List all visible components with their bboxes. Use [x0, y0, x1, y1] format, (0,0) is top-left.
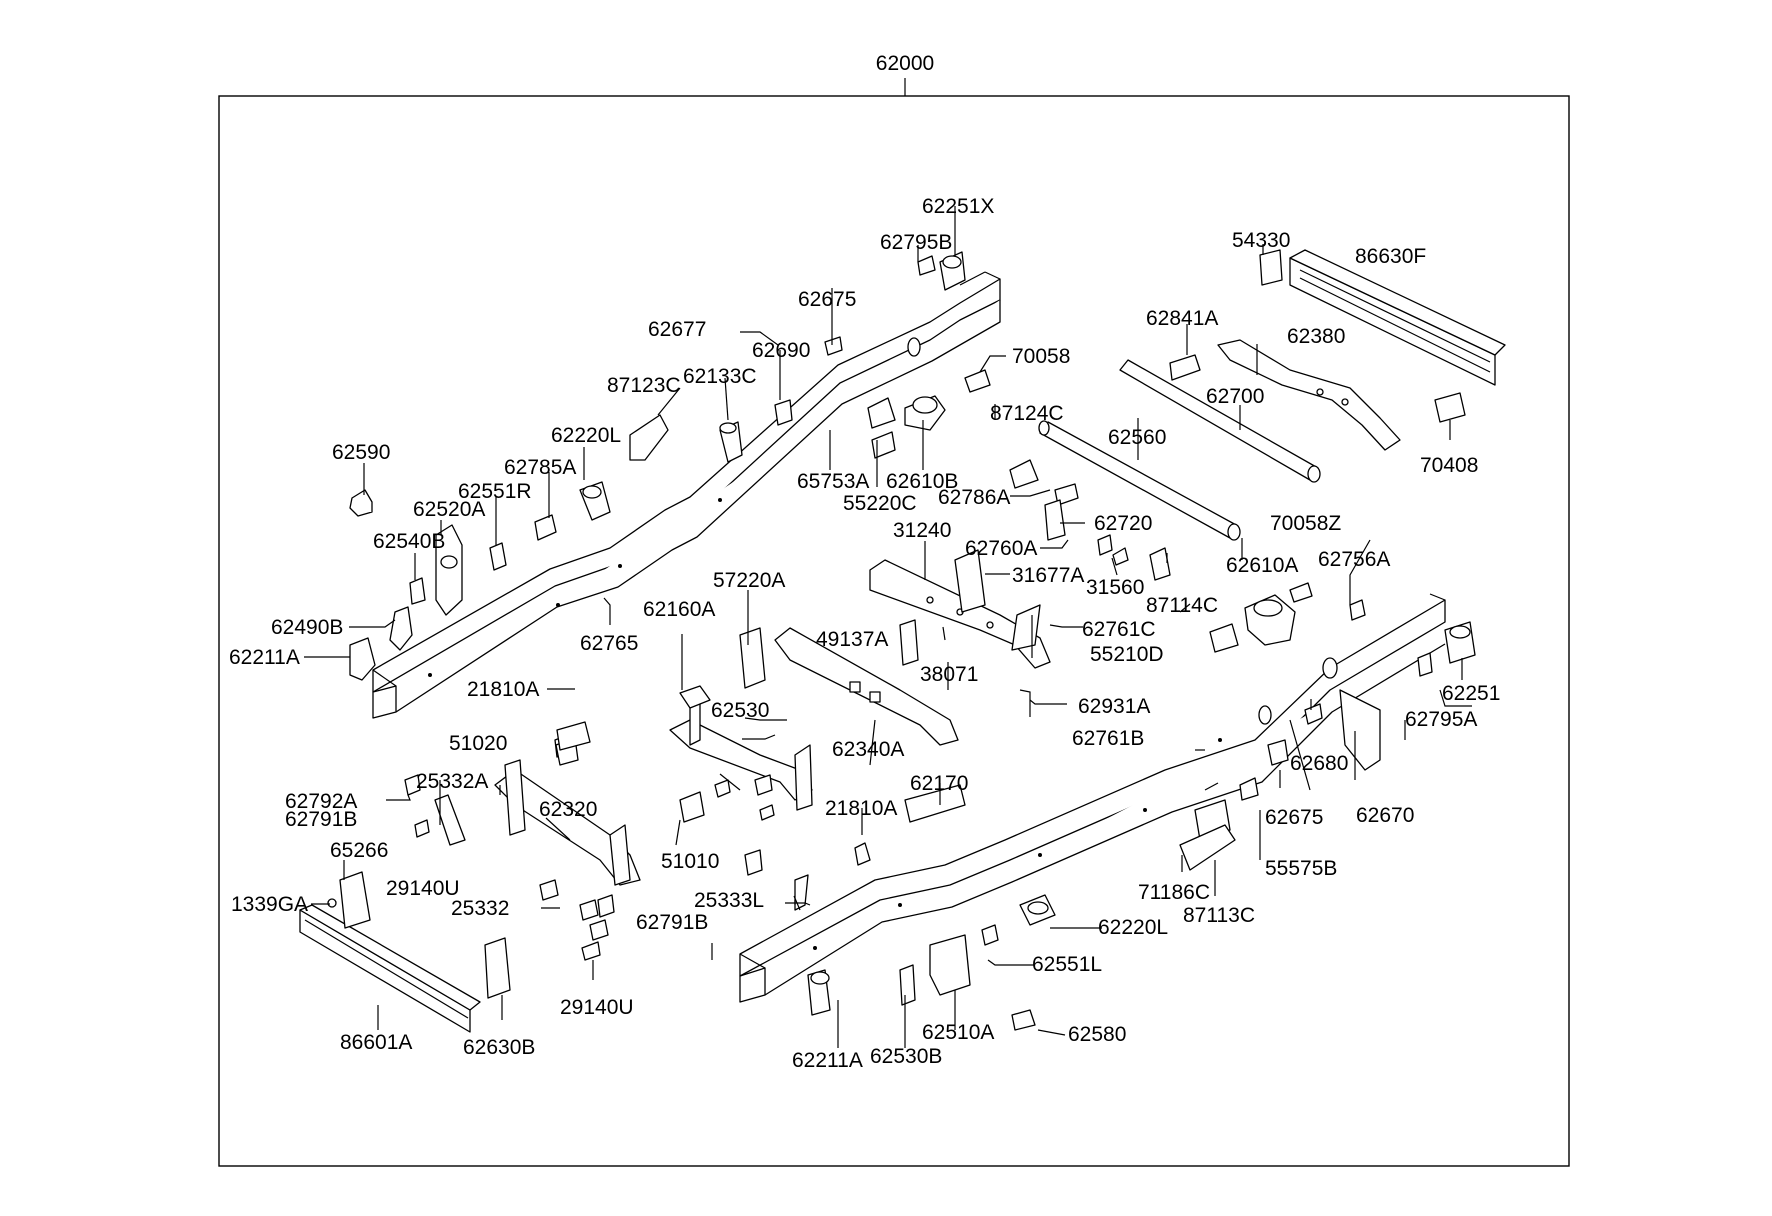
label-62510A: 62510A	[922, 1021, 994, 1044]
label-62700: 62700	[1206, 385, 1264, 408]
label-62675-lower: 62675	[1265, 806, 1323, 829]
label-62795A: 62795A	[1405, 708, 1477, 731]
crossmember-62320	[494, 759, 641, 886]
label-62760A: 62760A	[965, 537, 1037, 560]
label-62795B: 62795B	[880, 231, 952, 254]
label-62211A-lower: 62211A	[792, 1049, 863, 1072]
label-29140U-lower: 29140U	[560, 996, 634, 1019]
label-86630F: 86630F	[1355, 245, 1426, 268]
label-51010: 51010	[661, 850, 719, 873]
label-51020: 51020	[449, 732, 507, 755]
label-62160A: 62160A	[643, 598, 715, 621]
label-25332: 25332	[451, 897, 509, 920]
label-49137A: 49137A	[816, 628, 888, 651]
label-87113C: 87113C	[1183, 904, 1255, 927]
label-62530B: 62530B	[870, 1045, 942, 1068]
label-65753A: 65753A	[797, 470, 869, 493]
label-62530: 62530	[711, 699, 769, 722]
crossmember-62340A	[774, 627, 959, 746]
label-62792A: 62792A	[285, 790, 357, 813]
label-62791B-upper: 62791B	[285, 808, 357, 831]
label-62785A: 62785A	[504, 456, 576, 479]
label-86601A: 86601A	[340, 1031, 412, 1054]
label-62761C: 62761C	[1082, 618, 1156, 641]
label-62490B: 62490B	[271, 616, 343, 639]
label-62610A: 62610A	[1226, 554, 1298, 577]
label-62786A: 62786A	[938, 486, 1010, 509]
label-62680: 62680	[1290, 752, 1348, 775]
label-62580: 62580	[1068, 1023, 1126, 1046]
left-side-rail	[372, 271, 1001, 719]
label-62340A: 62340A	[832, 738, 904, 761]
label-38071: 38071	[920, 663, 978, 686]
label-87114C: 87114C	[1146, 594, 1218, 617]
label-65266: 65266	[330, 839, 388, 862]
label-25333L: 25333L	[694, 889, 764, 912]
assembly-number: 62000	[876, 52, 934, 75]
label-62590: 62590	[332, 441, 390, 464]
label-62720: 62720	[1094, 512, 1152, 535]
label-87123C: 87123C	[607, 374, 681, 397]
label-21810A-lower: 21810A	[825, 797, 897, 820]
label-62670: 62670	[1356, 804, 1414, 827]
label-70058Z: 70058Z	[1270, 512, 1341, 535]
label-29140U-upper: 29140U	[386, 877, 460, 900]
label-62931A: 62931A	[1078, 695, 1150, 718]
label-62220L: 62220L	[551, 424, 621, 447]
label-62380: 62380	[1287, 325, 1345, 348]
tube-62700	[1119, 359, 1321, 483]
label-55220C: 55220C	[843, 492, 917, 515]
label-62251X: 62251X	[922, 195, 994, 218]
label-62610B: 62610B	[886, 470, 958, 493]
label-25332A: 25332A	[416, 770, 488, 793]
label-62220L-lower: 62220L	[1098, 916, 1168, 939]
label-21810A-upper: 21810A	[467, 678, 539, 701]
label-57220A: 57220A	[713, 569, 785, 592]
diagram-border	[218, 95, 1570, 1167]
bracket-glyphs	[327, 249, 1476, 1031]
right-side-rail	[739, 593, 1446, 1003]
label-62841A: 62841A	[1146, 307, 1218, 330]
label-62756A: 62756A	[1318, 548, 1390, 571]
label-62765: 62765	[580, 632, 638, 655]
label-71186C: 71186C	[1138, 881, 1210, 904]
label-62630B: 62630B	[463, 1036, 535, 1059]
rear-crossmember-86630F	[1289, 249, 1506, 386]
label-70408: 70408	[1420, 454, 1478, 477]
label-62677: 62677	[648, 318, 706, 341]
label-31240: 31240	[893, 519, 951, 542]
label-62251: 62251	[1442, 682, 1500, 705]
front-beam-86601A	[299, 904, 481, 1033]
leader-lines	[304, 206, 1472, 1048]
label-62211A-upper: 62211A	[229, 646, 300, 669]
label-62690: 62690	[752, 339, 810, 362]
label-62560: 62560	[1108, 426, 1166, 449]
label-62551L: 62551L	[1032, 953, 1102, 976]
crossmember-62380	[1217, 339, 1401, 451]
label-62520A: 62520A	[413, 498, 485, 521]
label-62791B-lower: 62791B	[636, 911, 708, 934]
label-31560: 31560	[1086, 576, 1144, 599]
label-54330: 54330	[1232, 229, 1290, 252]
label-62675: 62675	[798, 288, 856, 311]
label-62551R: 62551R	[458, 480, 532, 503]
label-62170: 62170	[910, 772, 968, 795]
label-55210D: 55210D	[1090, 643, 1164, 666]
label-62133C: 62133C	[683, 365, 757, 388]
label-1339GA: 1339GA	[231, 893, 308, 916]
label-87124C: 87124C	[990, 402, 1064, 425]
tube-62560	[1038, 420, 1241, 541]
label-31677A: 31677A	[1012, 564, 1084, 587]
label-55575B: 55575B	[1265, 857, 1337, 880]
part-labels: 62251X 62795B 62675 62677 62690 87123C 6…	[229, 195, 1500, 1072]
label-62320: 62320	[539, 798, 597, 821]
label-70058: 70058	[1012, 345, 1070, 368]
label-62761B: 62761B	[1072, 727, 1144, 750]
label-62540B: 62540B	[373, 530, 445, 553]
